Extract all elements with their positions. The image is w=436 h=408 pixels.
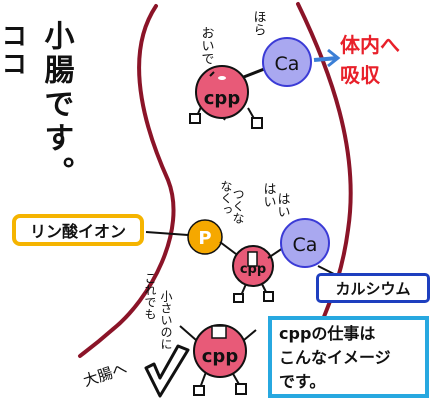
vertical-title: ココ 小腸です。 — [0, 20, 75, 190]
cpp-label-top: cpp — [204, 88, 241, 109]
ca-particle-middle: Ca — [280, 218, 330, 268]
absorb-label-line2: 吸収 — [340, 63, 380, 87]
caption-box: cppの仕事は こんなイメージ です。 — [268, 316, 429, 398]
speech-middle-right-text2: はい — [275, 192, 290, 218]
cpp-particle-middle: cpp — [232, 245, 274, 303]
speech-bottom: これでも 小さいのに — [143, 272, 173, 350]
caption-line-1: cppの仕事は — [279, 324, 376, 343]
ca-particle-top: Ca — [262, 37, 312, 87]
speech-bottom-text2: 小さいのに — [159, 290, 173, 350]
p-label: P — [198, 228, 211, 249]
cpp-label-bottom: cpp — [202, 346, 239, 367]
calcium-label-box: カルシウム — [316, 273, 430, 303]
ca-label-top: Ca — [275, 53, 300, 75]
speech-middle-right-text: はい — [261, 182, 276, 208]
absorb-label-line1: 体内へ — [340, 33, 400, 57]
ca-label-middle: Ca — [293, 234, 318, 256]
absorb-label: 体内へ 吸収 — [340, 30, 430, 90]
phosphate-particle: P — [187, 219, 223, 255]
speech-middle-right: はい はい — [261, 182, 290, 218]
speech-middle-left-text2: つくな — [231, 188, 245, 224]
speech-bottom-text1: これでも — [143, 272, 157, 320]
large-intestine-label: 大腸へ — [81, 359, 129, 390]
absorb-arrow — [313, 48, 341, 68]
cpp-particle-bottom: cpp — [179, 324, 257, 396]
title-column-2: 小腸です。 — [39, 20, 75, 190]
large-intestine-arrow — [144, 344, 190, 398]
cpp-particle-top: cpp — [189, 65, 263, 129]
phosphate-ion-label-box: リン酸イオン — [12, 214, 144, 246]
speech-top-col2: おいで — [199, 26, 214, 65]
tether-p — [219, 241, 237, 255]
title-column-1: ココ — [0, 22, 27, 78]
speech-middle-left-text: なくっ — [219, 180, 233, 216]
intestine-wall-left — [78, 4, 176, 358]
speech-middle-left: なくっ つくな — [219, 180, 245, 224]
cpp-label-middle: cpp — [240, 262, 266, 277]
speech-top: ほら おいで — [199, 10, 266, 65]
pointer-phosphate — [145, 231, 189, 236]
caption-line-3: です。 — [279, 372, 326, 391]
caption-line-2: こんなイメージ — [279, 348, 391, 367]
speech-top-col1: ほら — [251, 10, 266, 36]
